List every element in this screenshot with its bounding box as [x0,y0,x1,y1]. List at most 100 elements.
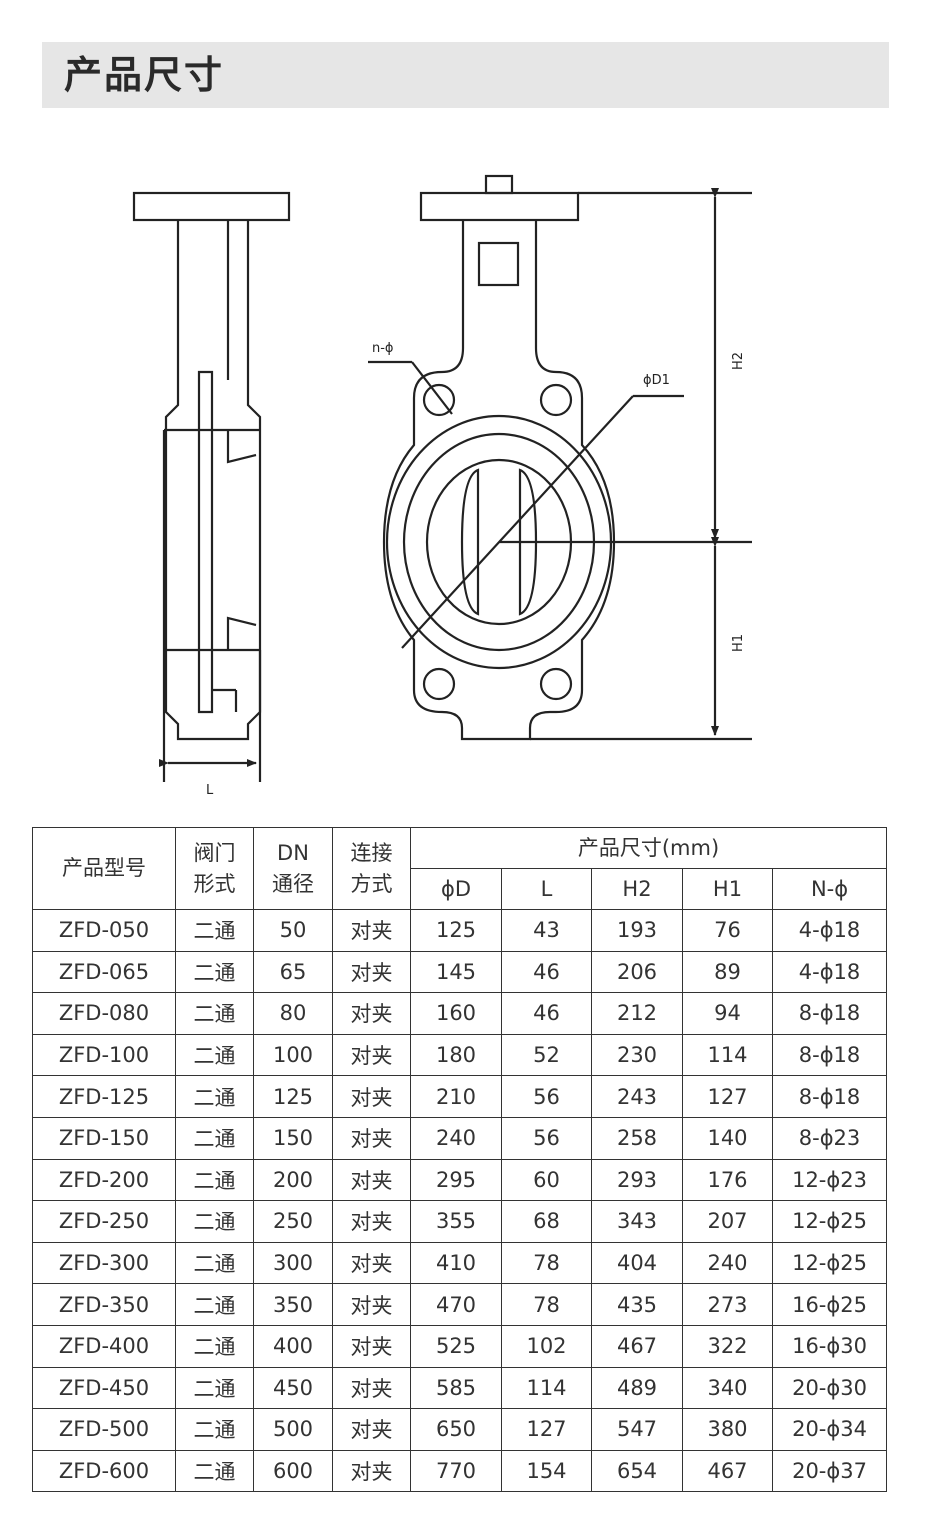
cell-phi-d: 240 [410,1116,502,1160]
cell-l: 154 [501,1449,592,1493]
table-row: ZFD-350 二通 350 对夹 470 78 435 273 16-ϕ25 [32,1283,888,1326]
cell-connection: 对夹 [332,909,411,952]
cell-model: ZFD-050 [32,909,176,952]
cell-n-phi: 8-ϕ23 [771,1116,888,1160]
dimension-lines [159,188,719,782]
cell-connection: 对夹 [332,1366,411,1410]
table-row: ZFD-600 二通 600 对夹 770 154 654 467 20-ϕ37 [32,1449,888,1493]
cell-dn: 50 [253,909,333,952]
cell-dn: 400 [253,1324,333,1368]
cell-valve-type: 二通 [175,1241,254,1285]
cell-l: 78 [501,1283,592,1326]
cell-h2: 404 [591,1241,683,1285]
cell-model: ZFD-500 [32,1408,176,1451]
cell-n-phi: 8-ϕ18 [771,992,888,1035]
cell-l: 56 [501,1116,592,1160]
header-valve-type: 阀门 形式 [175,827,254,910]
cell-h2: 654 [591,1449,683,1493]
cell-model: ZFD-125 [32,1075,176,1118]
cell-valve-type: 二通 [175,992,254,1035]
cell-valve-type: 二通 [175,1116,254,1160]
cell-dn: 600 [253,1449,333,1493]
cell-connection: 对夹 [332,1324,411,1368]
cell-h2: 230 [591,1033,683,1077]
cell-dn: 300 [253,1241,333,1285]
valve-side-view [132,191,291,741]
header-valve-type-line1: 阀门 [193,840,236,865]
cell-h2: 258 [591,1116,683,1160]
cell-l: 46 [501,992,592,1035]
cell-n-phi: 20-ϕ30 [771,1366,888,1410]
header-size-group: 产品尺寸(mm) [409,827,888,869]
cell-phi-d: 470 [410,1283,502,1326]
table-row: ZFD-500 二通 500 对夹 650 127 547 380 20-ϕ34 [32,1408,888,1451]
cell-h2: 212 [591,992,683,1035]
cell-phi-d: 210 [410,1075,502,1118]
cell-model: ZFD-350 [32,1283,176,1326]
cell-h1: 127 [682,1075,773,1118]
valve-front-view [368,174,752,741]
header-model: 产品型号 [32,827,176,910]
cell-model: ZFD-600 [32,1449,176,1493]
cell-connection: 对夹 [332,1283,411,1326]
cell-phi-d: 125 [410,909,502,952]
table-row: ZFD-200 二通 200 对夹 295 60 293 176 12-ϕ23 [32,1158,888,1202]
cell-h1: 76 [682,909,773,952]
cell-h1: 380 [682,1408,773,1451]
cell-connection: 对夹 [332,1158,411,1202]
cell-dn: 65 [253,950,333,994]
table-row: ZFD-150 二通 150 对夹 240 56 258 140 8-ϕ23 [32,1116,888,1160]
header-phi-d: ϕD [410,868,502,910]
cell-phi-d: 295 [410,1158,502,1202]
dimension-table: 产品型号 阀门 形式 DN 通径 连接 方式 产品尺寸(mm) ϕD L H2 … [32,827,888,1493]
cell-l: 102 [501,1324,592,1368]
cell-dn: 200 [253,1158,333,1202]
header-connection: 连接 方式 [332,827,411,910]
table-row: ZFD-125 二通 125 对夹 210 56 243 127 8-ϕ18 [32,1075,888,1118]
table-row: ZFD-100 二通 100 对夹 180 52 230 114 8-ϕ18 [32,1033,888,1077]
cell-h2: 193 [591,909,683,952]
cell-n-phi: 12-ϕ25 [771,1200,888,1243]
header-n-phi: N-ϕ [771,868,888,910]
cell-model: ZFD-400 [32,1324,176,1368]
cell-model: ZFD-150 [32,1116,176,1160]
cell-n-phi: 8-ϕ18 [771,1033,888,1077]
cell-model: ZFD-080 [32,992,176,1035]
header-valve-type-line2: 形式 [193,871,236,896]
cell-model: ZFD-100 [32,1033,176,1077]
cell-h1: 94 [682,992,773,1035]
table-row: ZFD-400 二通 400 对夹 525 102 467 322 16-ϕ30 [32,1324,888,1368]
cell-phi-d: 160 [410,992,502,1035]
cell-dn: 450 [253,1366,333,1410]
cell-h2: 206 [591,950,683,994]
cell-l: 78 [501,1241,592,1285]
cell-valve-type: 二通 [175,909,254,952]
cell-h2: 467 [591,1324,683,1368]
cell-valve-type: 二通 [175,950,254,994]
cell-valve-type: 二通 [175,1200,254,1243]
cell-dn: 125 [253,1075,333,1118]
cell-h2: 343 [591,1200,683,1243]
cell-valve-type: 二通 [175,1283,254,1326]
cell-phi-d: 355 [410,1200,502,1243]
cell-n-phi: 16-ϕ25 [771,1283,888,1326]
header-dn-line1: DN [277,840,309,865]
header-connection-line1: 连接 [350,840,393,865]
header-h1: H1 [682,868,773,910]
cell-connection: 对夹 [332,1408,411,1451]
h1-label: H1 [731,634,746,652]
section-title: 产品尺寸 [64,53,225,97]
cell-l: 68 [501,1200,592,1243]
cell-valve-type: 二通 [175,1158,254,1202]
cell-n-phi: 20-ϕ37 [771,1449,888,1493]
cell-h1: 176 [682,1158,773,1202]
cell-h2: 547 [591,1408,683,1451]
table-row: ZFD-250 二通 250 对夹 355 68 343 207 12-ϕ25 [32,1200,888,1243]
cell-l: 127 [501,1408,592,1451]
cell-valve-type: 二通 [175,1408,254,1451]
cell-h1: 322 [682,1324,773,1368]
cell-valve-type: 二通 [175,1449,254,1493]
header-dn: DN 通径 [253,827,333,910]
cell-model: ZFD-300 [32,1241,176,1285]
cell-model: ZFD-200 [32,1158,176,1202]
